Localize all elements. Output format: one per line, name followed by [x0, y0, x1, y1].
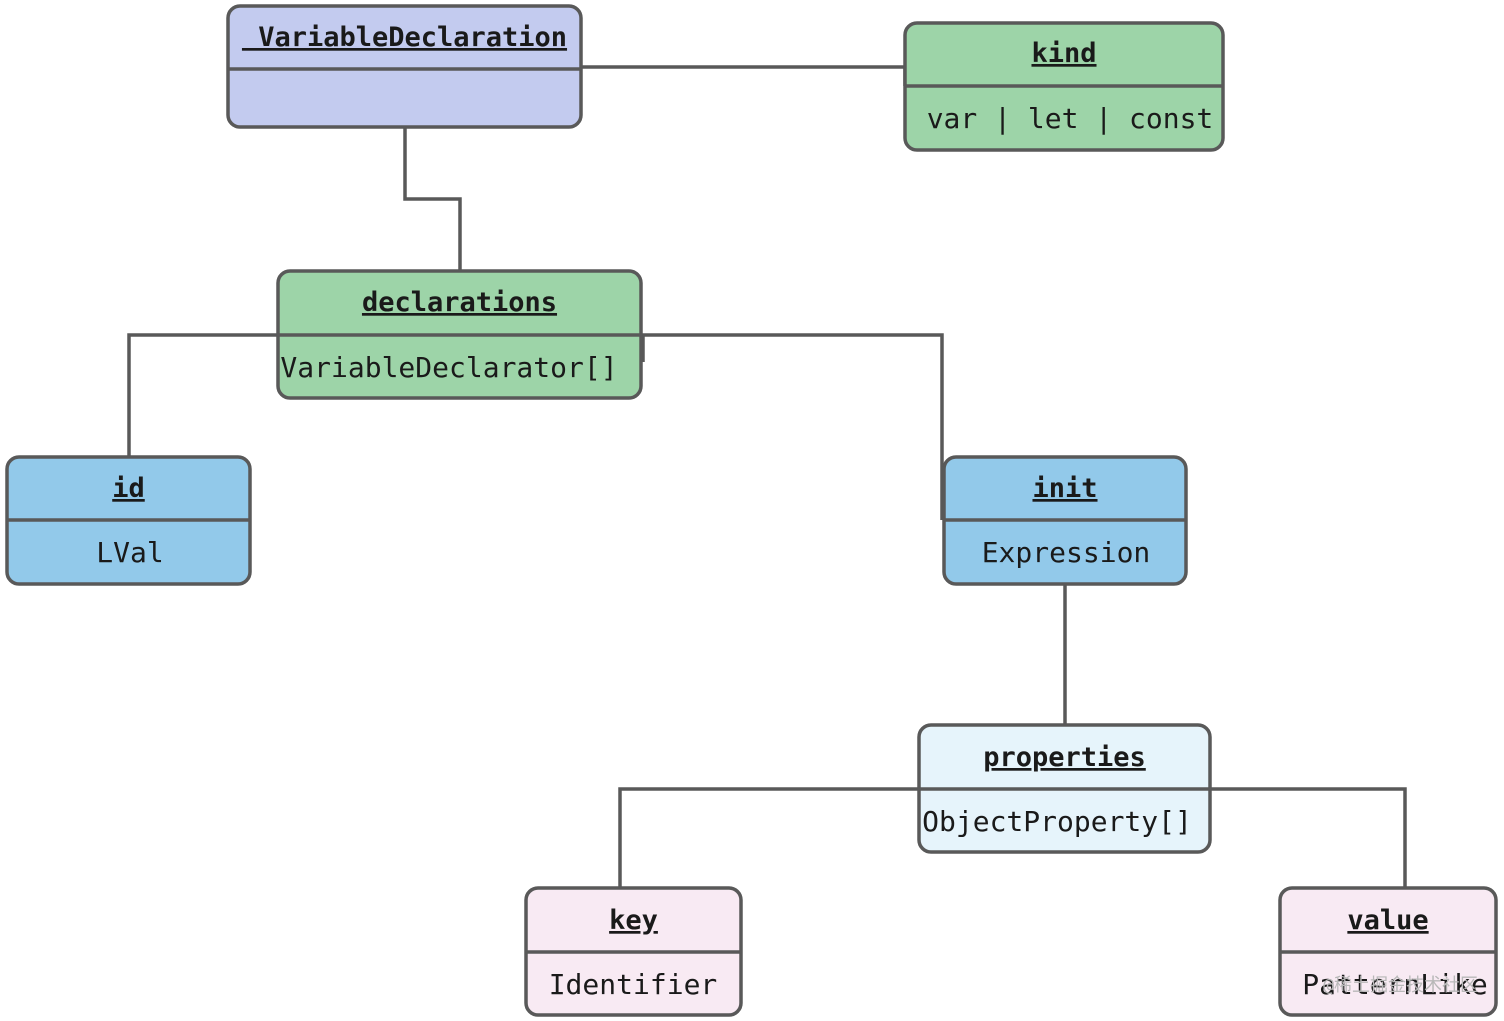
node-body-label: VariableDeclarator[]: [280, 351, 617, 384]
node-box: [226, 4, 583, 129]
node-header-label: value: [1347, 905, 1428, 936]
connector-properties-to-key: [618, 787, 919, 888]
node-header-label: id: [112, 473, 145, 504]
connectors: [127, 65, 1407, 888]
node-body-label: PatternLike: [1302, 968, 1487, 1001]
node-variable-declaration: VariableDeclaration: [226, 4, 583, 129]
node-header-label: init: [1032, 473, 1097, 504]
node-kind: kind var | let | const: [903, 21, 1225, 152]
connector-variable-declaration-to-kind: [581, 65, 907, 86]
node-init: init Expression: [942, 455, 1188, 586]
node-declarations: declarations VariableDeclarator[]: [276, 269, 643, 400]
node-header-label: key: [609, 905, 658, 936]
node-properties: properties ObjectProperty[]: [917, 723, 1212, 854]
watermark: @稀土掘金技术社区: [1323, 975, 1478, 996]
connector-declarations-to-id: [127, 333, 278, 457]
node-header-label: VariableDeclaration: [242, 22, 567, 53]
connector-declarations-to-init: [641, 333, 944, 520]
node-body-label: var | let | const: [927, 102, 1214, 135]
node-id: id LVal: [5, 455, 252, 586]
node-key: key Identifier: [524, 886, 743, 1017]
node-header-label: declarations: [362, 287, 557, 318]
node-header-label: properties: [983, 742, 1146, 773]
node-body-label: Expression: [982, 536, 1151, 569]
node-body-label: ObjectProperty[]: [922, 805, 1192, 838]
connector-variable-declaration-to-declarations: [403, 127, 462, 271]
node-value: value PatternLike: [1278, 886, 1498, 1017]
node-header-label: kind: [1031, 38, 1096, 69]
node-body-label: Identifier: [549, 968, 718, 1001]
node-body-label: LVal: [96, 536, 163, 569]
connector-properties-to-value: [1210, 787, 1407, 888]
